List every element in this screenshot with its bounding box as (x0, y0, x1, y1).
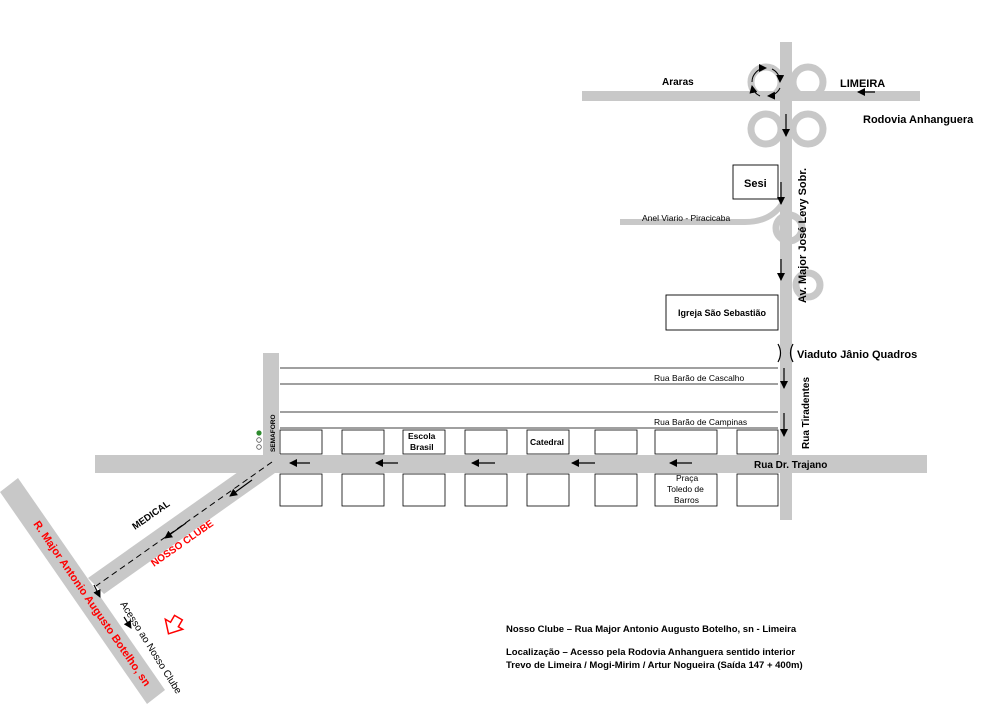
semaforo-road (263, 353, 279, 457)
label-rua-barao-campinas: Rua Barão de Campinas (654, 417, 747, 427)
label-rua-barao-cascalho: Rua Barão de Cascalho (654, 373, 745, 383)
label-viaduto: Viaduto Jânio Quadros (797, 349, 917, 361)
info-line-1: Nosso Clube – Rua Major Antonio Augusto … (506, 624, 797, 635)
label-escola-2: Brasil (410, 442, 434, 452)
label-anel-viario: Anel Viario - Piracicaba (642, 213, 730, 223)
label-rua-tiradentes: Rua Tiradentes (801, 377, 812, 449)
interchanges (747, 63, 827, 301)
nosso-clube-centerline (95, 461, 273, 587)
label-igreja: Igreja São Sebastião (678, 308, 767, 318)
av-major-road (780, 42, 792, 520)
rodovia-anhanguera-road (582, 91, 920, 101)
sesi-box (732, 164, 779, 200)
r-major-road (0, 478, 165, 704)
roads (0, 42, 927, 704)
label-araras: Araras (662, 77, 694, 88)
label-praca-2: Toledo de (667, 484, 704, 494)
label-praca-1: Praça (676, 473, 698, 483)
blocks-north (279, 429, 779, 455)
label-catedral: Catedral (530, 437, 564, 447)
info-line-2: Localização – Acesso pela Rodovia Anhang… (506, 647, 795, 658)
viaduto-brackets (777, 343, 794, 363)
igreja-box (665, 294, 779, 331)
info-line-3: Trevo de Limeira / Mogi-Mirim / Artur No… (506, 660, 803, 671)
rua-dr-trajano-road (95, 455, 927, 473)
roundabout-arrows (749, 64, 785, 100)
blocks-south (279, 473, 779, 507)
label-rua-dr-trajano: Rua Dr. Trajano (754, 460, 827, 471)
label-praca-3: Barros (674, 495, 699, 505)
access-arrow-icon (164, 614, 185, 635)
label-rodovia-anhanguera: Rodovia Anhanguera (863, 114, 974, 126)
label-escola-1: Escola (408, 431, 436, 441)
label-sesi: Sesi (744, 178, 767, 190)
street-lines (280, 367, 778, 429)
label-semaforo: SEMAFORO (270, 414, 277, 452)
label-limeira: LIMEIRA (840, 78, 885, 90)
direction-arrows (93, 88, 875, 629)
label-r-major: R. Major Antonio Augusto Botelho, sn (31, 519, 153, 689)
traffic-light-icon (256, 430, 262, 450)
label-av-major: Av. Major José Levy Sobr. (797, 168, 809, 303)
anel-viario-road (620, 202, 785, 225)
